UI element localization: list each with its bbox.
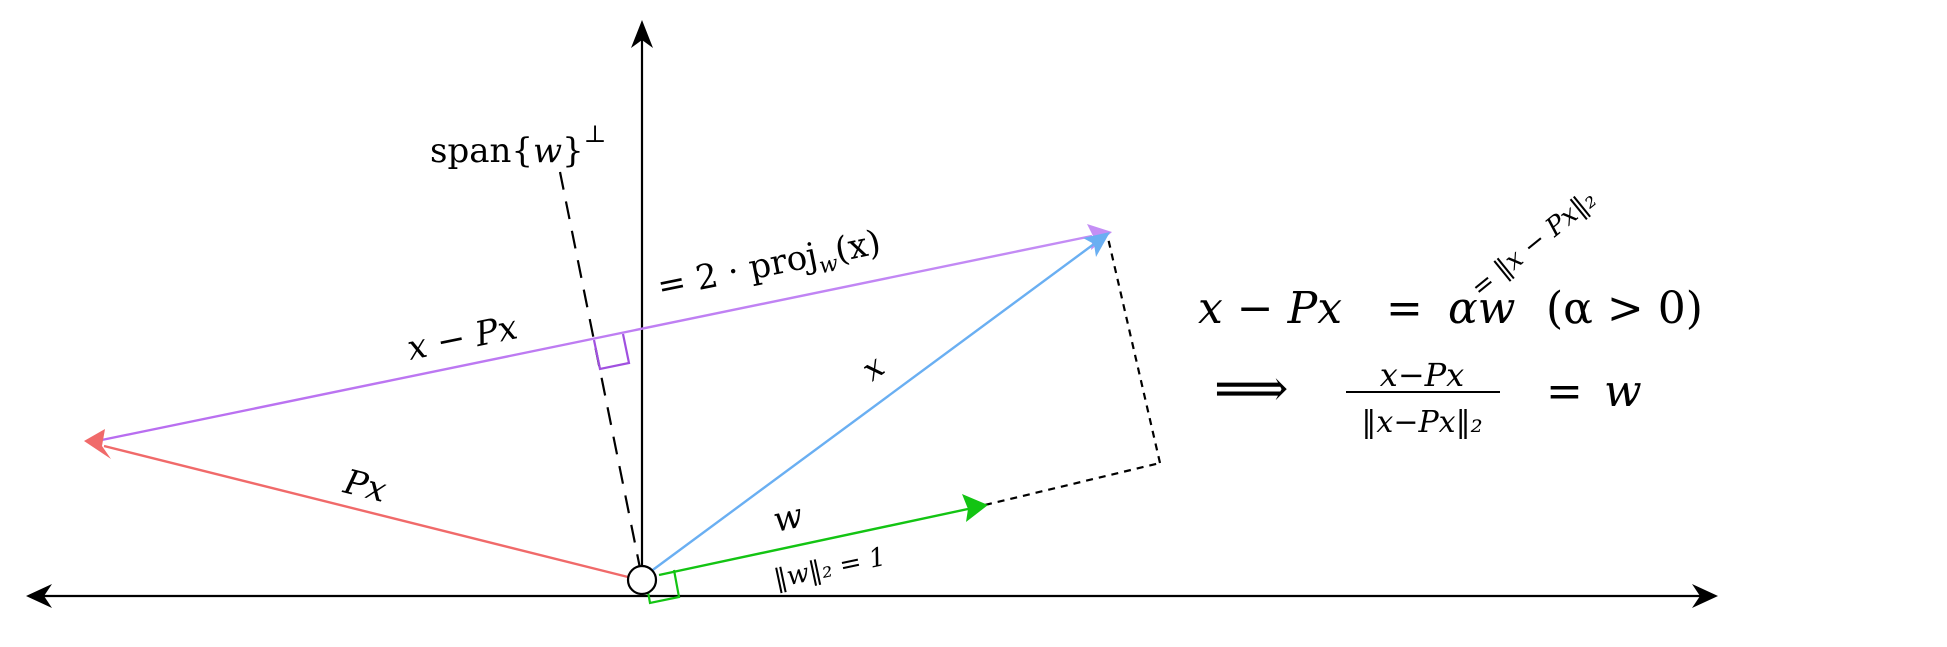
eq2-equals: = (1546, 366, 1583, 417)
axis-up-arrowhead (631, 20, 653, 48)
px-vector (84, 429, 633, 580)
vertical-axis (631, 20, 653, 578)
equation-line-1: x − Px = αw (α > 0) (1198, 283, 1703, 334)
eq1-equals: = (1386, 283, 1423, 334)
right-angle-marker-reflect (592, 333, 631, 371)
x-minus-px-label-group: x − Px (404, 307, 521, 368)
w-vector (658, 494, 988, 577)
eq2-numerator: x−Px (1380, 356, 1464, 394)
eq2-implies: ⟹ (1214, 359, 1289, 419)
axis-right-arrowhead (1692, 584, 1718, 608)
w-norm-label: ‖w‖₂ = 1 (771, 542, 888, 595)
eq2-rhs: w (1604, 366, 1642, 417)
x-minus-px-vector (91, 224, 1112, 444)
x-arrowhead (1083, 232, 1110, 257)
eq1-condition: (α > 0) (1546, 283, 1703, 334)
axis-left-arrowhead (26, 584, 52, 608)
w-label: w (770, 496, 807, 541)
px-label: Px (339, 462, 390, 511)
equation-line-2: ⟹ x−Px ‖x−Px‖₂ = w (1214, 356, 1642, 440)
two-proj-label-group: = 2 · projw(x) (654, 222, 885, 311)
px-label-group: Px (339, 462, 390, 511)
w-norm-label-group: ‖w‖₂ = 1 (771, 542, 888, 595)
eq2-denominator: ‖x−Px‖₂ (1361, 405, 1482, 440)
w-arrowhead (962, 494, 988, 522)
span-perp-label: span{w}⊥ (430, 120, 606, 171)
projection-dotted-lines (984, 237, 1162, 507)
px-arrowhead (84, 429, 111, 459)
x-label: x (854, 347, 891, 388)
w-label-group: w (770, 496, 807, 541)
two-proj-label: = 2 · projw(x) (654, 222, 885, 311)
span-w-perp-line (558, 171, 644, 579)
origin-circle (626, 564, 658, 596)
eq1-lhs: x − Px (1198, 283, 1342, 334)
x-minus-px-label: x − Px (404, 307, 521, 368)
eq1-alpha-w: αw (1448, 283, 1515, 334)
horizontal-axis (26, 584, 1718, 608)
x-vector (649, 232, 1110, 573)
x-label-group: x (854, 347, 891, 388)
